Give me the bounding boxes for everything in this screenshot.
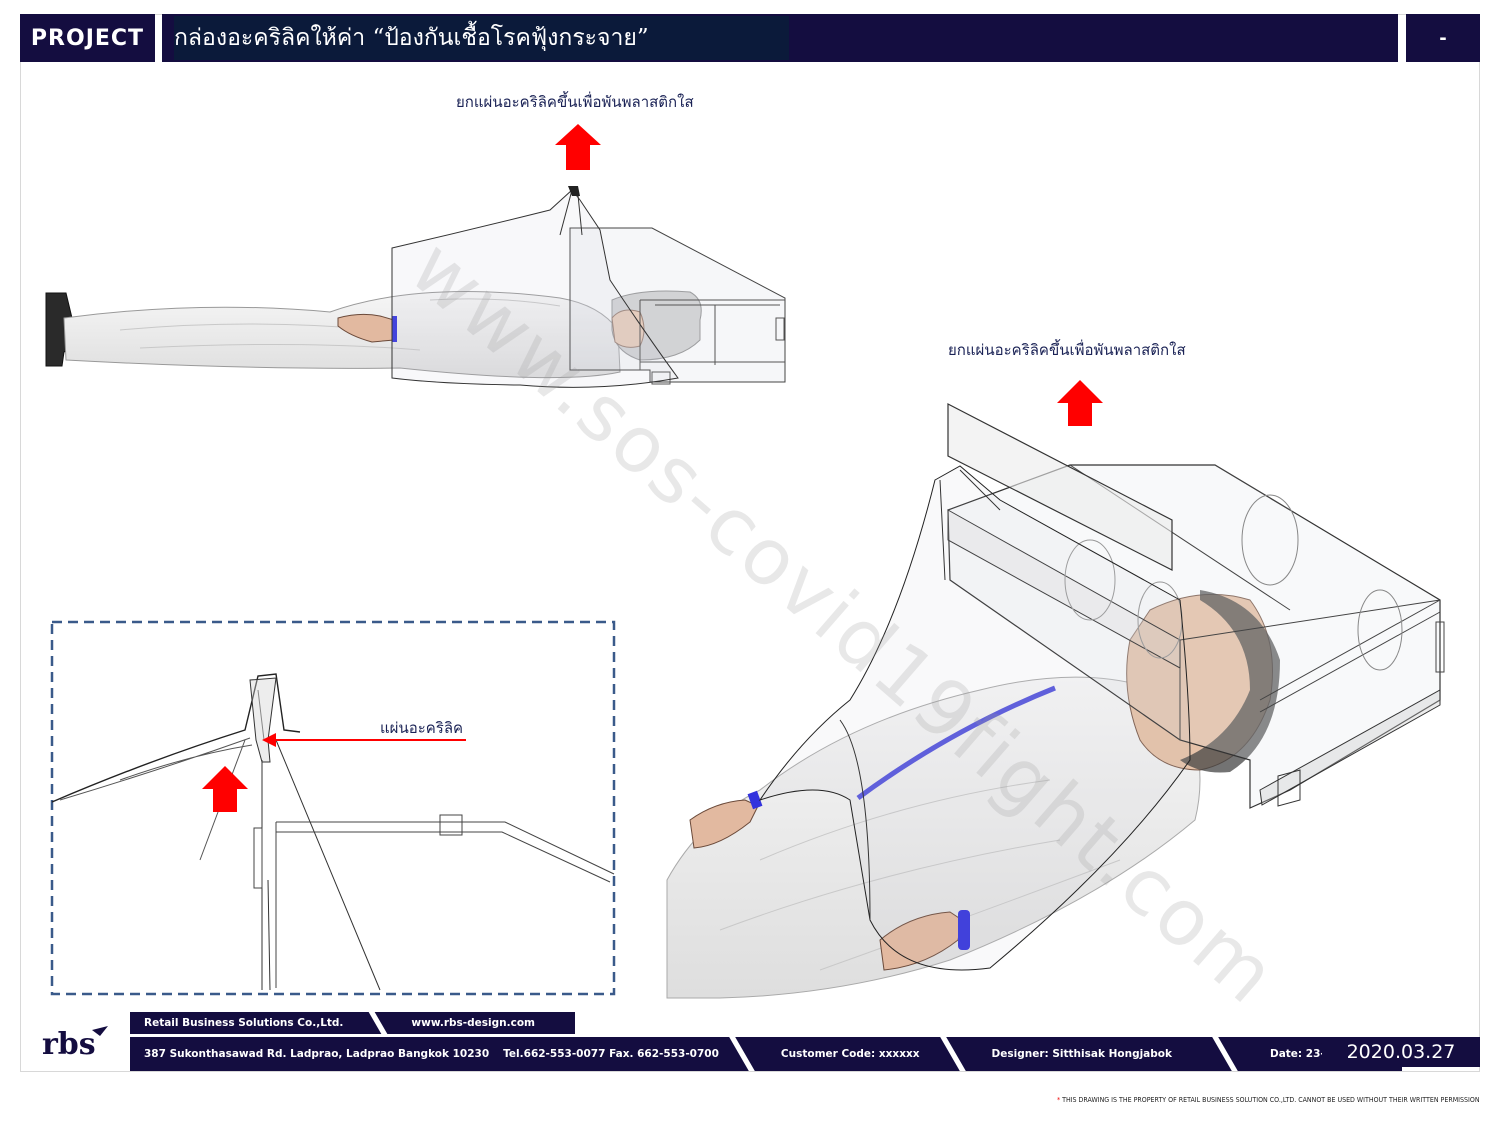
address: 387 Sukonthasawad Rd. Ladprao, Ladprao B… [144, 1048, 490, 1060]
page-title: กล่องอะคริลิคให้ค่า “ป้องกันเชื้อโรคฟุ้ง… [162, 14, 1398, 62]
logo-text: rbs [42, 1027, 96, 1062]
stamp-date: 2020.03.27 [1322, 1037, 1480, 1067]
disclaimer-text: THIS DRAWING IS THE PROPERTY OF RETAIL B… [1062, 1096, 1480, 1104]
footer-row-2: 387 Sukonthasawad Rd. Ladprao, Ladprao B… [130, 1037, 1403, 1071]
wristband-left [747, 790, 763, 810]
project-label: PROJECT [20, 14, 155, 62]
isometric-view-illustration [666, 403, 1445, 999]
caption-right: ยกแผ่นอะคริลิคขึ้นเพื่อพันพลาสติกใส [948, 341, 1186, 359]
designer: Designer: Sitthisak Hongjabok [991, 1048, 1172, 1060]
detail-label: แผ่นอะคริลิค [380, 719, 464, 737]
website: www.rbs-design.com [411, 1017, 535, 1029]
detail-inset-illustration [51, 673, 615, 991]
phone: Tel.662-553-0077 Fax. 662-553-0700 [503, 1048, 719, 1060]
side-view-illustration [45, 186, 786, 388]
arrow-up-icon [555, 124, 601, 170]
detail-inset-frame [50, 620, 616, 996]
arrow-up-icon [202, 766, 248, 812]
customer-code: Customer Code: xxxxxx [780, 1048, 920, 1060]
page-title-text: กล่องอะคริลิคให้ค่า “ป้องกันเชื้อโรคฟุ้ง… [174, 16, 789, 60]
footer-row-1: Retail Business Solutions Co.,Ltd. www.r… [130, 1012, 575, 1034]
company-name: Retail Business Solutions Co.,Ltd. [144, 1017, 344, 1029]
arrow-up-icon [1057, 380, 1103, 426]
company-logo: rbs [42, 1026, 108, 1062]
wristband [392, 316, 397, 342]
sheet-number: - [1406, 14, 1480, 62]
disclaimer: * THIS DRAWING IS THE PROPERTY OF RETAIL… [1057, 1096, 1480, 1104]
caption-top-left: ยกแผ่นอะคริลิคขึ้นเพื่อพันพลาสติกใส [456, 93, 694, 111]
hand-left [689, 799, 759, 849]
patient-body [63, 291, 621, 379]
wristband-right [958, 910, 970, 950]
